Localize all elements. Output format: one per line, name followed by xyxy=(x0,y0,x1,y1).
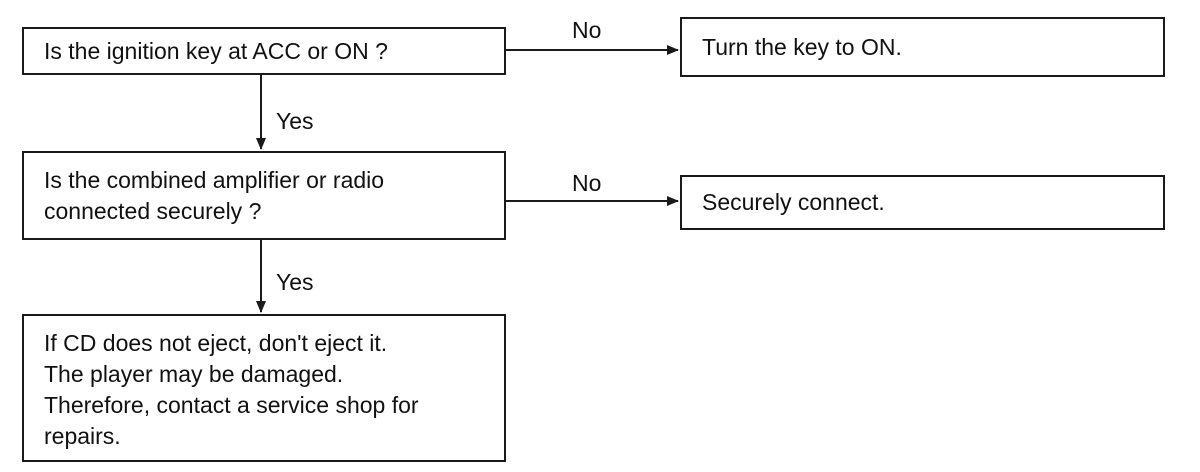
action-connect-text: Securely connect. xyxy=(702,177,885,228)
label-no-connection: No xyxy=(572,170,602,196)
question-ignition-box: Is the ignition key at ACC or ON ? xyxy=(22,27,506,75)
question-connection-box: Is the combined amplifier or radio conne… xyxy=(22,151,506,240)
action-connect-line: Securely connect. xyxy=(702,189,885,215)
result-box: If CD does not eject, don't eject it. Th… xyxy=(22,314,506,462)
question-connection-line: connected securely ? xyxy=(44,197,262,224)
question-connection-text: Is the combined amplifier or radio conne… xyxy=(44,153,384,238)
action-turn-key-line: Turn the key to ON. xyxy=(702,33,902,60)
result-line: repairs. xyxy=(44,423,121,449)
result-line: Therefore, contact a service shop for xyxy=(44,392,419,418)
action-turn-key-text: Turn the key to ON. xyxy=(702,19,902,75)
result-text: If CD does not eject, don't eject it. Th… xyxy=(44,328,419,452)
action-turn-key-box: Turn the key to ON. xyxy=(680,17,1165,77)
question-ignition-text: Is the ignition key at ACC or ON ? xyxy=(44,29,388,73)
result-line: The player may be damaged. xyxy=(44,361,344,387)
label-no-ignition: No xyxy=(572,17,602,43)
result-line: If CD does not eject, don't eject it. xyxy=(44,330,388,356)
label-yes-connection: Yes xyxy=(276,269,314,295)
question-ignition-line: Is the ignition key at ACC or ON ? xyxy=(44,37,388,64)
question-connection-line: Is the combined amplifier or radio xyxy=(44,166,385,193)
action-connect-box: Securely connect. xyxy=(680,175,1165,230)
label-yes-ignition: Yes xyxy=(276,108,314,134)
